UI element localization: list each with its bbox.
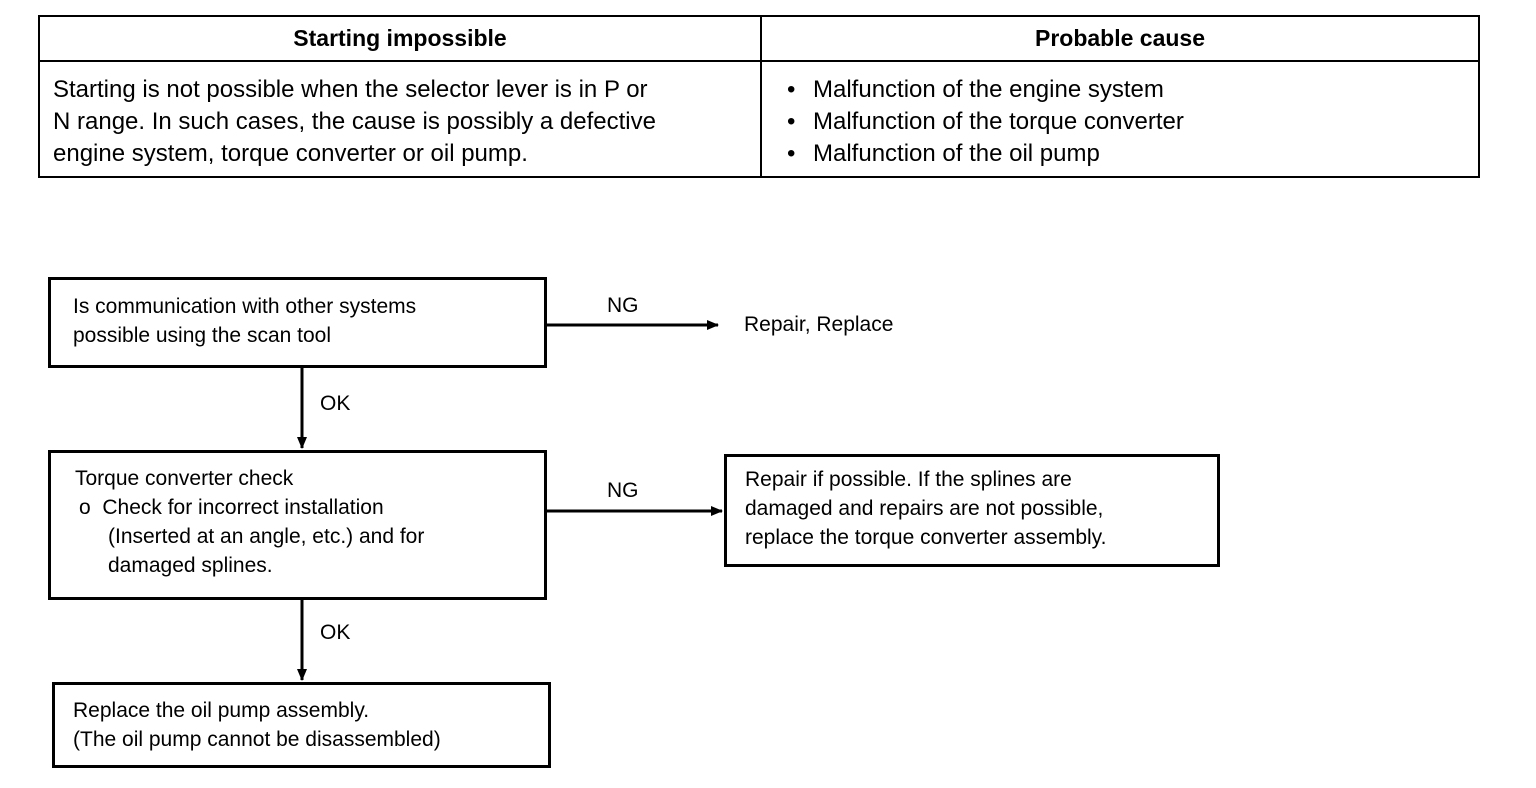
box-text-line: damaged and repairs are not possible, (745, 497, 1104, 520)
splines-repair-box: Repair if possible. If the splines are d… (724, 454, 1220, 567)
ok-label: OK (320, 621, 351, 644)
symptom-cause-table: Starting impossible Probable cause Start… (38, 15, 1480, 178)
box-text-line: possible using the scan tool (73, 324, 331, 347)
scan-tool-check-box: Is communication with other systems poss… (48, 277, 547, 368)
ok-label: OK (320, 392, 351, 415)
cause-list-item: • Malfunction of the engine system (787, 74, 1468, 106)
description-line: engine system, torque converter or oil p… (53, 140, 528, 167)
cause-text: Malfunction of the engine system (813, 76, 1164, 103)
table-row: Starting is not possible when the select… (38, 60, 1480, 178)
cause-text: Malfunction of the oil pump (813, 140, 1100, 167)
probable-cause-cell: • Malfunction of the engine system • Mal… (760, 60, 1480, 178)
box-title: Torque converter check (75, 467, 294, 490)
check-item-line: damaged splines. (108, 554, 273, 577)
box-text-line: Repair if possible. If the splines are (745, 468, 1072, 491)
replace-oil-pump-box: Replace the oil pump assembly. (The oil … (52, 682, 551, 768)
cause-column-header: Probable cause (760, 15, 1480, 62)
check-item-line: (Inserted at an angle, etc.) and for (108, 525, 425, 548)
torque-converter-check-box: Torque converter check o Check for incor… (48, 450, 547, 600)
bullet-icon: • (787, 140, 796, 167)
bullet-icon: • (787, 108, 796, 135)
table-header-row: Starting impossible Probable cause (38, 15, 1480, 62)
description-line: N range. In such cases, the cause is pos… (53, 108, 656, 135)
bullet-icon: • (787, 76, 796, 103)
ng-label: NG (607, 479, 639, 502)
check-item-line: o Check for incorrect installation (75, 493, 544, 522)
cause-list: • Malfunction of the engine system • Mal… (775, 74, 1468, 170)
description-line: Starting is not possible when the select… (53, 76, 648, 103)
repair-replace-result: Repair, Replace (744, 313, 894, 336)
ng-label: NG (607, 294, 639, 317)
cause-list-item: • Malfunction of the torque converter (787, 106, 1468, 138)
cause-list-item: • Malfunction of the oil pump (787, 138, 1468, 170)
box-text-line: Is communication with other systems (73, 295, 417, 318)
box-text-line: Replace the oil pump assembly. (73, 699, 370, 722)
symptom-description-cell: Starting is not possible when the select… (38, 60, 762, 178)
cause-text: Malfunction of the torque converter (813, 108, 1184, 135)
box-text-line: (The oil pump cannot be disassembled) (73, 728, 441, 751)
check-item-text: Check for incorrect installation (102, 496, 384, 519)
check-item-marker: o (79, 496, 91, 519)
box-text-line: replace the torque converter assembly. (745, 526, 1107, 549)
symptom-column-header: Starting impossible (38, 15, 762, 62)
